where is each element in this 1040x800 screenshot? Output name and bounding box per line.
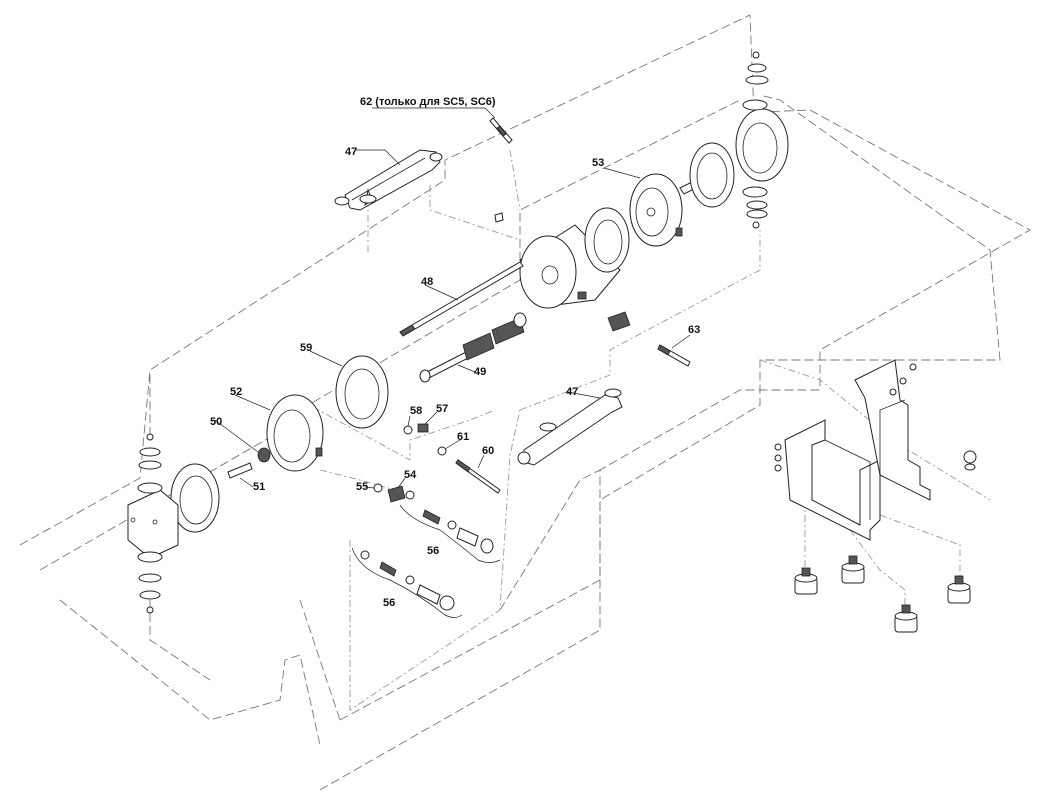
pump-head-right [735,99,789,198]
label-54: 54 [404,469,417,481]
label-61: 61 [457,431,469,443]
part-58-oring [403,425,413,435]
foot-2 [841,555,865,584]
label-56-upper: 56 [427,545,439,557]
foot-1 [794,567,818,595]
label-49: 49 [474,366,486,378]
label-47-lower: 47 [566,386,578,398]
part-47-upper-pipe [334,149,443,211]
label-52: 52 [230,386,242,398]
label-60: 60 [482,445,494,457]
part-50-nut [257,447,271,463]
part-55-washer [373,483,383,493]
part-61-oring [437,446,447,456]
label-53: 53 [592,157,604,169]
label-57: 57 [436,403,448,415]
part-62-pin [489,117,513,144]
clamp-rings-left [138,433,162,614]
clamp-rings-right [745,51,769,229]
part-51-bolt [227,462,253,479]
label-55: 55 [356,481,368,493]
part-53-piston-flange [629,173,683,247]
label-56-lower: 56 [383,597,395,609]
stand-frame [774,359,977,541]
part-52-flange [266,394,324,472]
part-60-needle [455,459,501,494]
label-58: 58 [410,405,422,417]
labels: 62 (только для SC5, SC6) 47 53 48 59 49 … [210,96,700,609]
diaphragm-right [584,207,630,273]
label-51: 51 [253,481,265,493]
label-47-upper: 47 [345,146,357,158]
gasket-ring-left [170,463,220,533]
label-48: 48 [421,276,433,288]
label-63: 63 [688,324,700,336]
pump-head-left [127,482,179,563]
gasket-ring-right [689,142,735,208]
part-49-valve-stem [419,312,527,383]
part-57-screw [417,423,429,433]
part-56-assembly-upper [399,504,501,563]
assembly-guide-lines [19,14,1031,791]
part-48-shaft [399,261,524,337]
label-50: 50 [210,416,222,428]
label-leaders [214,107,691,489]
part-54-fitting [387,485,415,503]
part-47-lower-pipe [517,388,623,466]
foot-3 [894,604,918,633]
label-62: 62 (только для SC5, SC6) [360,96,496,108]
label-59: 59 [300,342,312,354]
foot-4 [947,575,971,604]
part-59-diaphragm [335,355,389,429]
part-63-bolt [607,311,691,367]
part-56-assembly-lower [351,547,463,618]
